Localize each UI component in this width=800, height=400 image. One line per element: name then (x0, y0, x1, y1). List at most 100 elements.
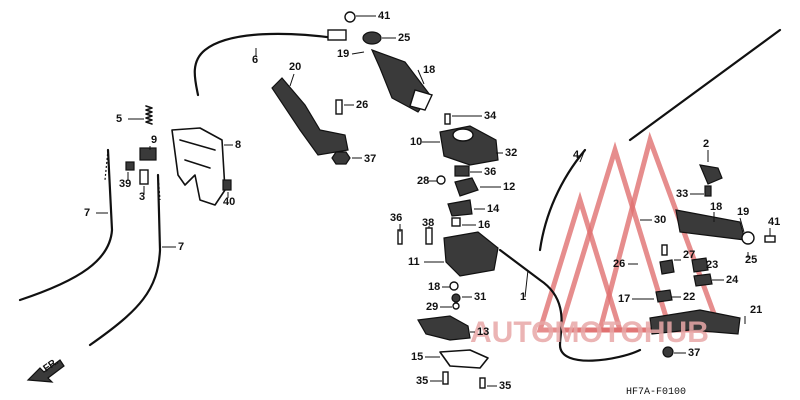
part-12 (454, 177, 479, 197)
callout-label: 25 (398, 32, 410, 44)
housing-11 (443, 231, 499, 277)
callout-label: 4 (573, 149, 580, 161)
callout-label: 35 (499, 380, 511, 392)
callout-label: 26 (356, 99, 368, 111)
clip-40 (222, 179, 232, 191)
callout-label: 1 (520, 291, 526, 303)
callout-label: 7 (84, 207, 90, 219)
part-3 (139, 169, 149, 185)
callout-label: 16 (478, 219, 490, 231)
throttle-cable-4 (538, 148, 587, 252)
callout-label: 36 (484, 166, 496, 178)
front-arrow (26, 359, 65, 383)
part-36a (454, 165, 470, 177)
callout-label: 28 (417, 175, 429, 187)
grip-18-top (344, 11, 433, 113)
callout-label: 19 (737, 206, 749, 218)
callout-label: 41 (768, 216, 780, 228)
cable-end-fitting (327, 29, 347, 41)
callout-label: 37 (364, 153, 376, 165)
callout-leader (289, 73, 295, 87)
part-24 (693, 273, 713, 287)
callout-label: 37 (688, 347, 700, 359)
callout-label: 20 (289, 61, 301, 73)
callout-leader (739, 217, 745, 233)
callout-label: 17 (618, 293, 630, 305)
callout-label: 23 (706, 259, 718, 271)
part-28 (436, 175, 446, 185)
nut-37r (662, 346, 674, 358)
plate-15 (439, 349, 489, 369)
cable-7b (88, 173, 162, 347)
callout-label: 9 (151, 134, 157, 146)
callout-label: 6 (252, 54, 258, 66)
bolt-26 (335, 99, 343, 115)
callout-label: 27 (683, 249, 695, 261)
callout-label: 10 (410, 136, 422, 148)
part-14 (447, 199, 473, 217)
callout-label: 30 (654, 214, 666, 226)
part-31 (451, 293, 461, 303)
callout-label: 25 (745, 254, 757, 266)
callout-label: 18 (423, 64, 435, 76)
diagram-code: HF7A-F0100 (626, 387, 686, 398)
callout-label: 21 (750, 304, 762, 316)
callout-label: 40 (223, 196, 235, 208)
bolt-36b (397, 229, 403, 245)
callout-label: 29 (426, 301, 438, 313)
callout-label: 39 (119, 178, 131, 190)
part-23 (691, 257, 709, 273)
callout-leader (417, 69, 425, 85)
callout-label: 5 (116, 113, 122, 125)
callout-label: 36 (390, 212, 402, 224)
part-16a (451, 217, 461, 227)
callout-label: 31 (474, 291, 486, 303)
choke-lever (271, 77, 349, 156)
spring-5 (145, 105, 153, 125)
lever-13 (417, 315, 471, 341)
part-22 (655, 289, 673, 303)
bolt-38 (425, 227, 433, 245)
screw-35a (442, 371, 449, 385)
callout-label: 18 (710, 201, 722, 213)
bracket-8 (171, 127, 226, 206)
part-16b (449, 281, 459, 291)
cable-7a (18, 148, 114, 302)
callout-label: 14 (487, 203, 500, 215)
callout-leader (524, 269, 529, 298)
callout-label: 38 (422, 217, 434, 229)
part-29 (452, 302, 460, 310)
throttle-cable-1 (498, 248, 642, 362)
choke-cable (193, 32, 337, 97)
callout-label: 3 (139, 191, 145, 203)
callout-label: 18 (428, 281, 440, 293)
callout-label: 13 (477, 326, 489, 338)
callout-label: 32 (505, 147, 517, 159)
collar-19 (741, 231, 755, 245)
callout-label: 26 (613, 258, 625, 270)
watermark-text: AUTOMOTOHUB (470, 316, 709, 349)
part-39 (125, 161, 135, 171)
callout-label: 8 (235, 139, 241, 151)
callout-label: 22 (683, 291, 695, 303)
screw-34 (444, 113, 451, 125)
part-9 (139, 147, 157, 161)
bolt-41 (764, 235, 776, 243)
bolt-26r (661, 244, 668, 256)
callout-leader (579, 151, 585, 163)
callout-label: 41 (378, 10, 390, 22)
callout-label: 33 (676, 188, 688, 200)
callout-label: 7 (178, 241, 184, 253)
bolt-33 (704, 185, 712, 197)
callout-label: 35 (416, 375, 428, 387)
long-cable (628, 28, 782, 142)
screw-35b (479, 377, 486, 389)
part-27 (659, 259, 675, 275)
callout-label: 11 (408, 256, 420, 268)
throttle-housing-2 (699, 164, 723, 185)
callout-label: 24 (726, 274, 739, 286)
callout-label: 15 (411, 351, 423, 363)
callout-leader (351, 51, 365, 55)
